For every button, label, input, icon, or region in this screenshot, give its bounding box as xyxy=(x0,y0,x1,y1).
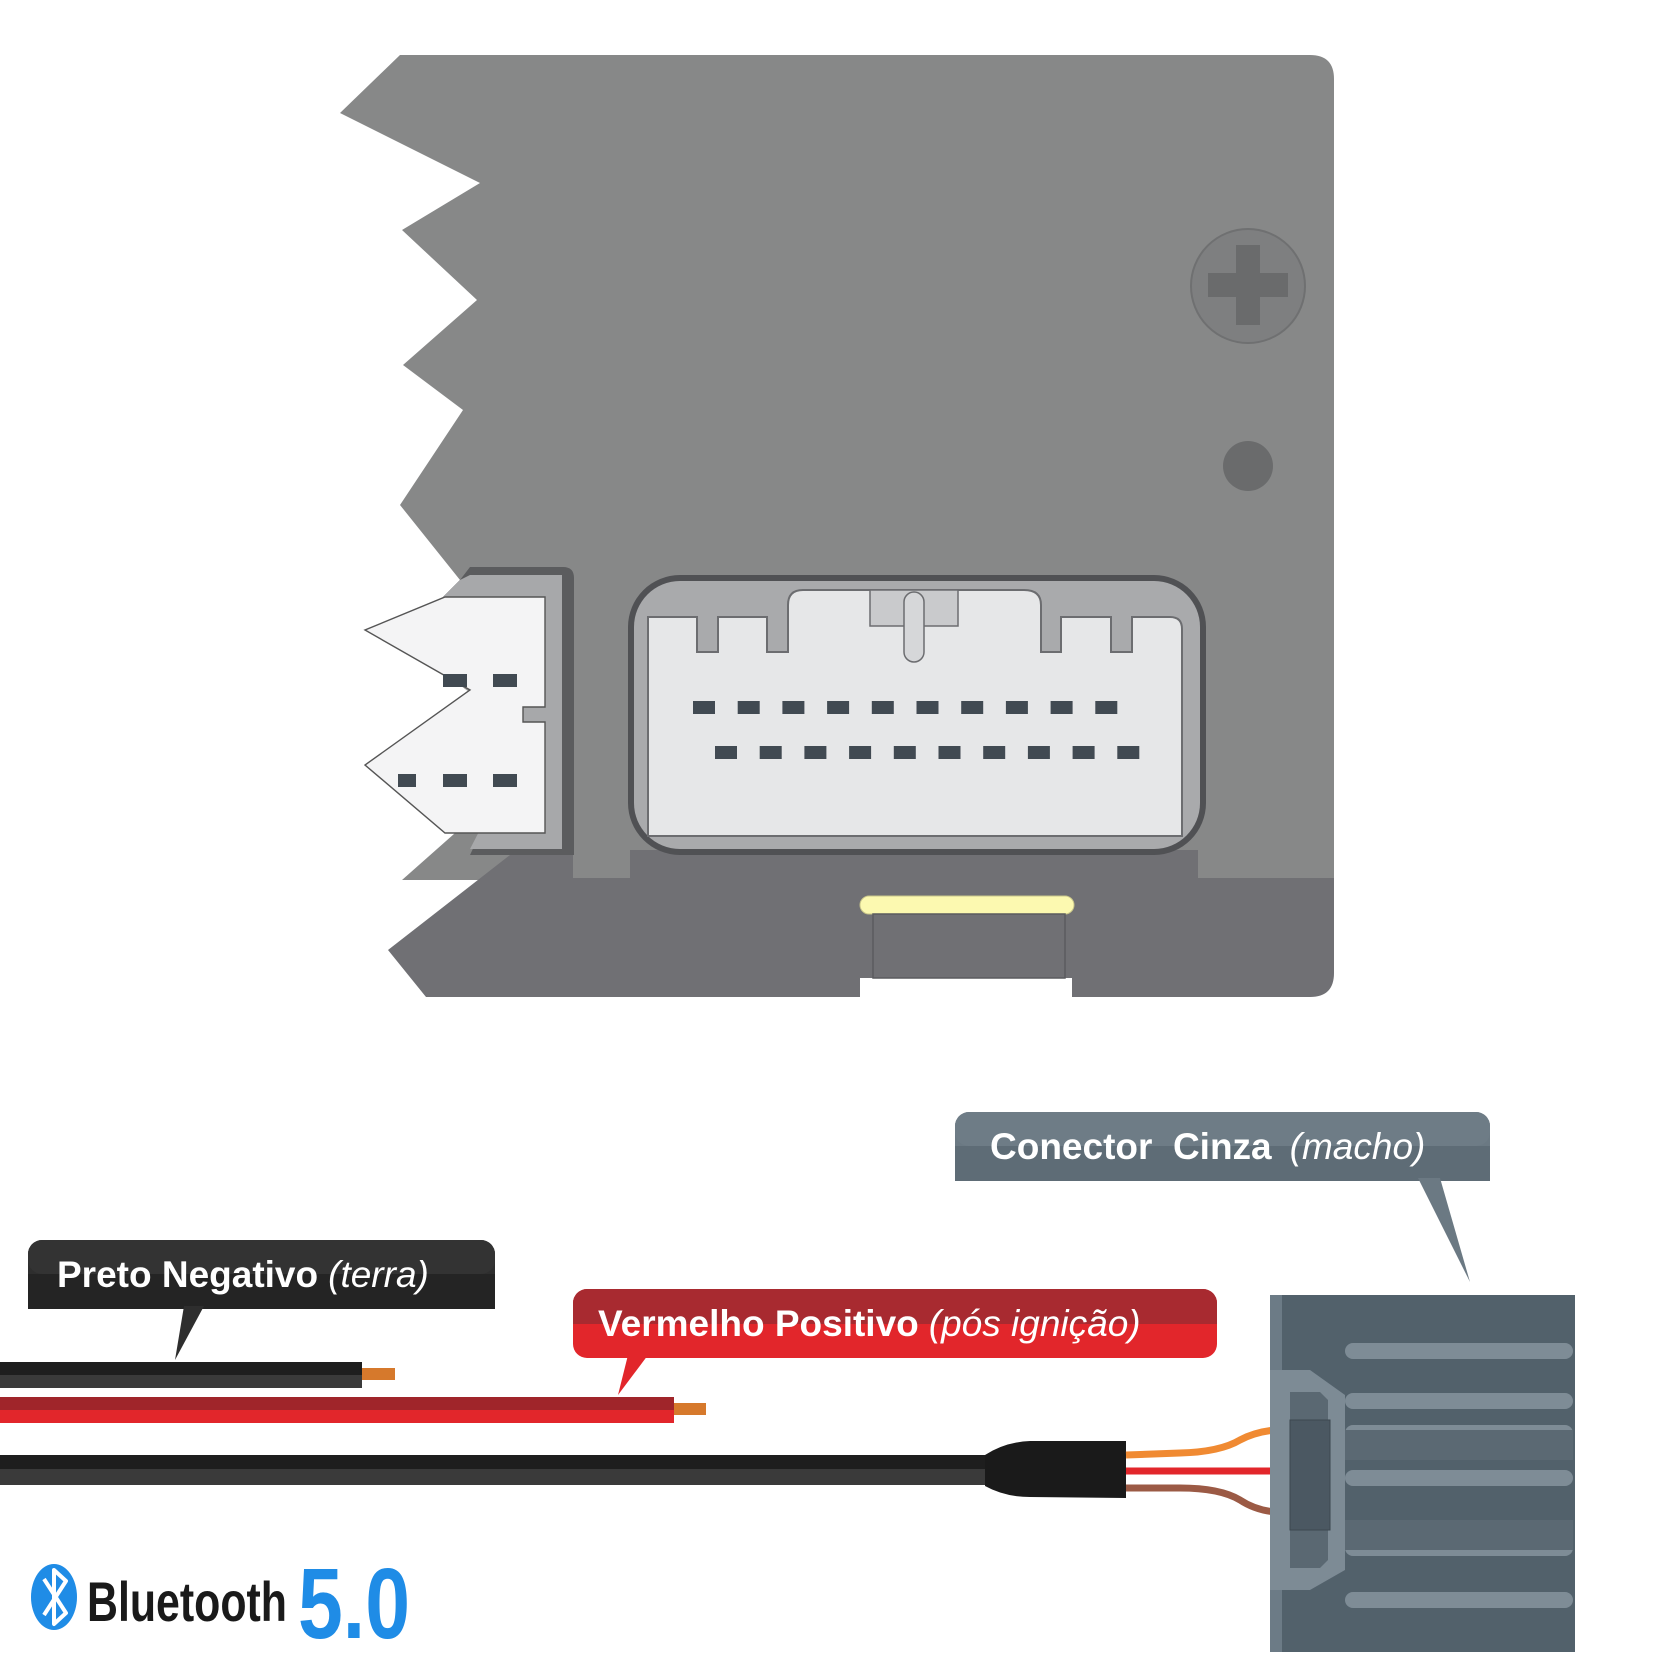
side-socket xyxy=(363,567,574,855)
svg-text:Conector Cinza(macho): Conector Cinza (macho) xyxy=(990,1126,1425,1167)
socket-pin xyxy=(938,746,961,759)
heat-shrink xyxy=(985,1441,1126,1498)
socket-pin xyxy=(916,701,939,714)
label-positive-name: Vermelho Positivo xyxy=(598,1303,919,1344)
label-connector-note: (macho) xyxy=(1290,1126,1426,1167)
wire-orange xyxy=(1125,1426,1276,1459)
label-positive-note: (pós ignição) xyxy=(929,1303,1141,1344)
module-bottom-strip xyxy=(388,850,1334,997)
socket-pin xyxy=(983,746,1006,759)
socket-pin xyxy=(1117,746,1140,759)
socket-pin xyxy=(782,701,805,714)
socket-pin xyxy=(849,746,872,759)
label-ground: Preto Negativo(terra) xyxy=(28,1240,495,1360)
socket-pins xyxy=(693,701,1140,759)
socket-pin xyxy=(804,746,827,759)
socket-pin xyxy=(871,701,894,714)
status-led xyxy=(859,895,1075,915)
socket-pin xyxy=(1050,701,1073,714)
mounting-hole xyxy=(1223,441,1273,491)
socket-pin xyxy=(693,701,715,714)
socket-pin xyxy=(827,701,850,714)
socket-pin xyxy=(1027,746,1050,759)
screw-icon xyxy=(1190,228,1306,344)
label-connector: Conector Cinza (macho) xyxy=(955,1112,1490,1282)
socket-pin xyxy=(759,746,782,759)
wire-brown xyxy=(1126,1484,1276,1516)
plug-slot xyxy=(1345,1520,1573,1550)
gray-connector-plug xyxy=(1270,1295,1575,1652)
svg-text:Vermelho Positivo(pós ignição): Vermelho Positivo(pós ignição) xyxy=(598,1303,1141,1344)
socket-pin xyxy=(737,701,760,714)
plug-ribs xyxy=(1345,1343,1573,1608)
wire-positive-tip xyxy=(674,1403,706,1415)
svg-text:Preto Negativo(terra): Preto Negativo(terra) xyxy=(57,1254,429,1295)
main-socket xyxy=(628,575,1206,855)
socket-pin xyxy=(715,746,737,759)
label-connector-name: Conector Cinza xyxy=(990,1126,1272,1167)
plug-rib xyxy=(1345,1592,1573,1608)
bluetooth-word: Bluetooth xyxy=(87,1570,287,1633)
label-ground-note: (terra) xyxy=(328,1254,429,1295)
bluetooth-version: 5.0 xyxy=(298,1548,410,1660)
plug-rib xyxy=(1345,1343,1573,1359)
socket-pin xyxy=(961,701,984,714)
wire-ground-tip xyxy=(362,1368,395,1380)
socket-pin xyxy=(1072,746,1095,759)
usb-port xyxy=(872,913,1066,979)
socket-face xyxy=(647,589,1183,837)
label-ground-name: Preto Negativo xyxy=(57,1254,318,1295)
label-positive: Vermelho Positivo(pós ignição) xyxy=(573,1289,1217,1395)
socket-pin xyxy=(893,746,916,759)
wires xyxy=(0,1362,1276,1516)
bluetooth-logo: Bluetooth 5.0 xyxy=(31,1548,410,1660)
socket-pin xyxy=(1095,701,1118,714)
plug-rib xyxy=(1345,1393,1573,1409)
plug-rib xyxy=(1345,1470,1573,1486)
module-unit xyxy=(340,55,1334,997)
bluetooth-icon xyxy=(31,1564,77,1630)
socket-pin xyxy=(1005,701,1028,714)
plug-slot xyxy=(1345,1430,1573,1460)
